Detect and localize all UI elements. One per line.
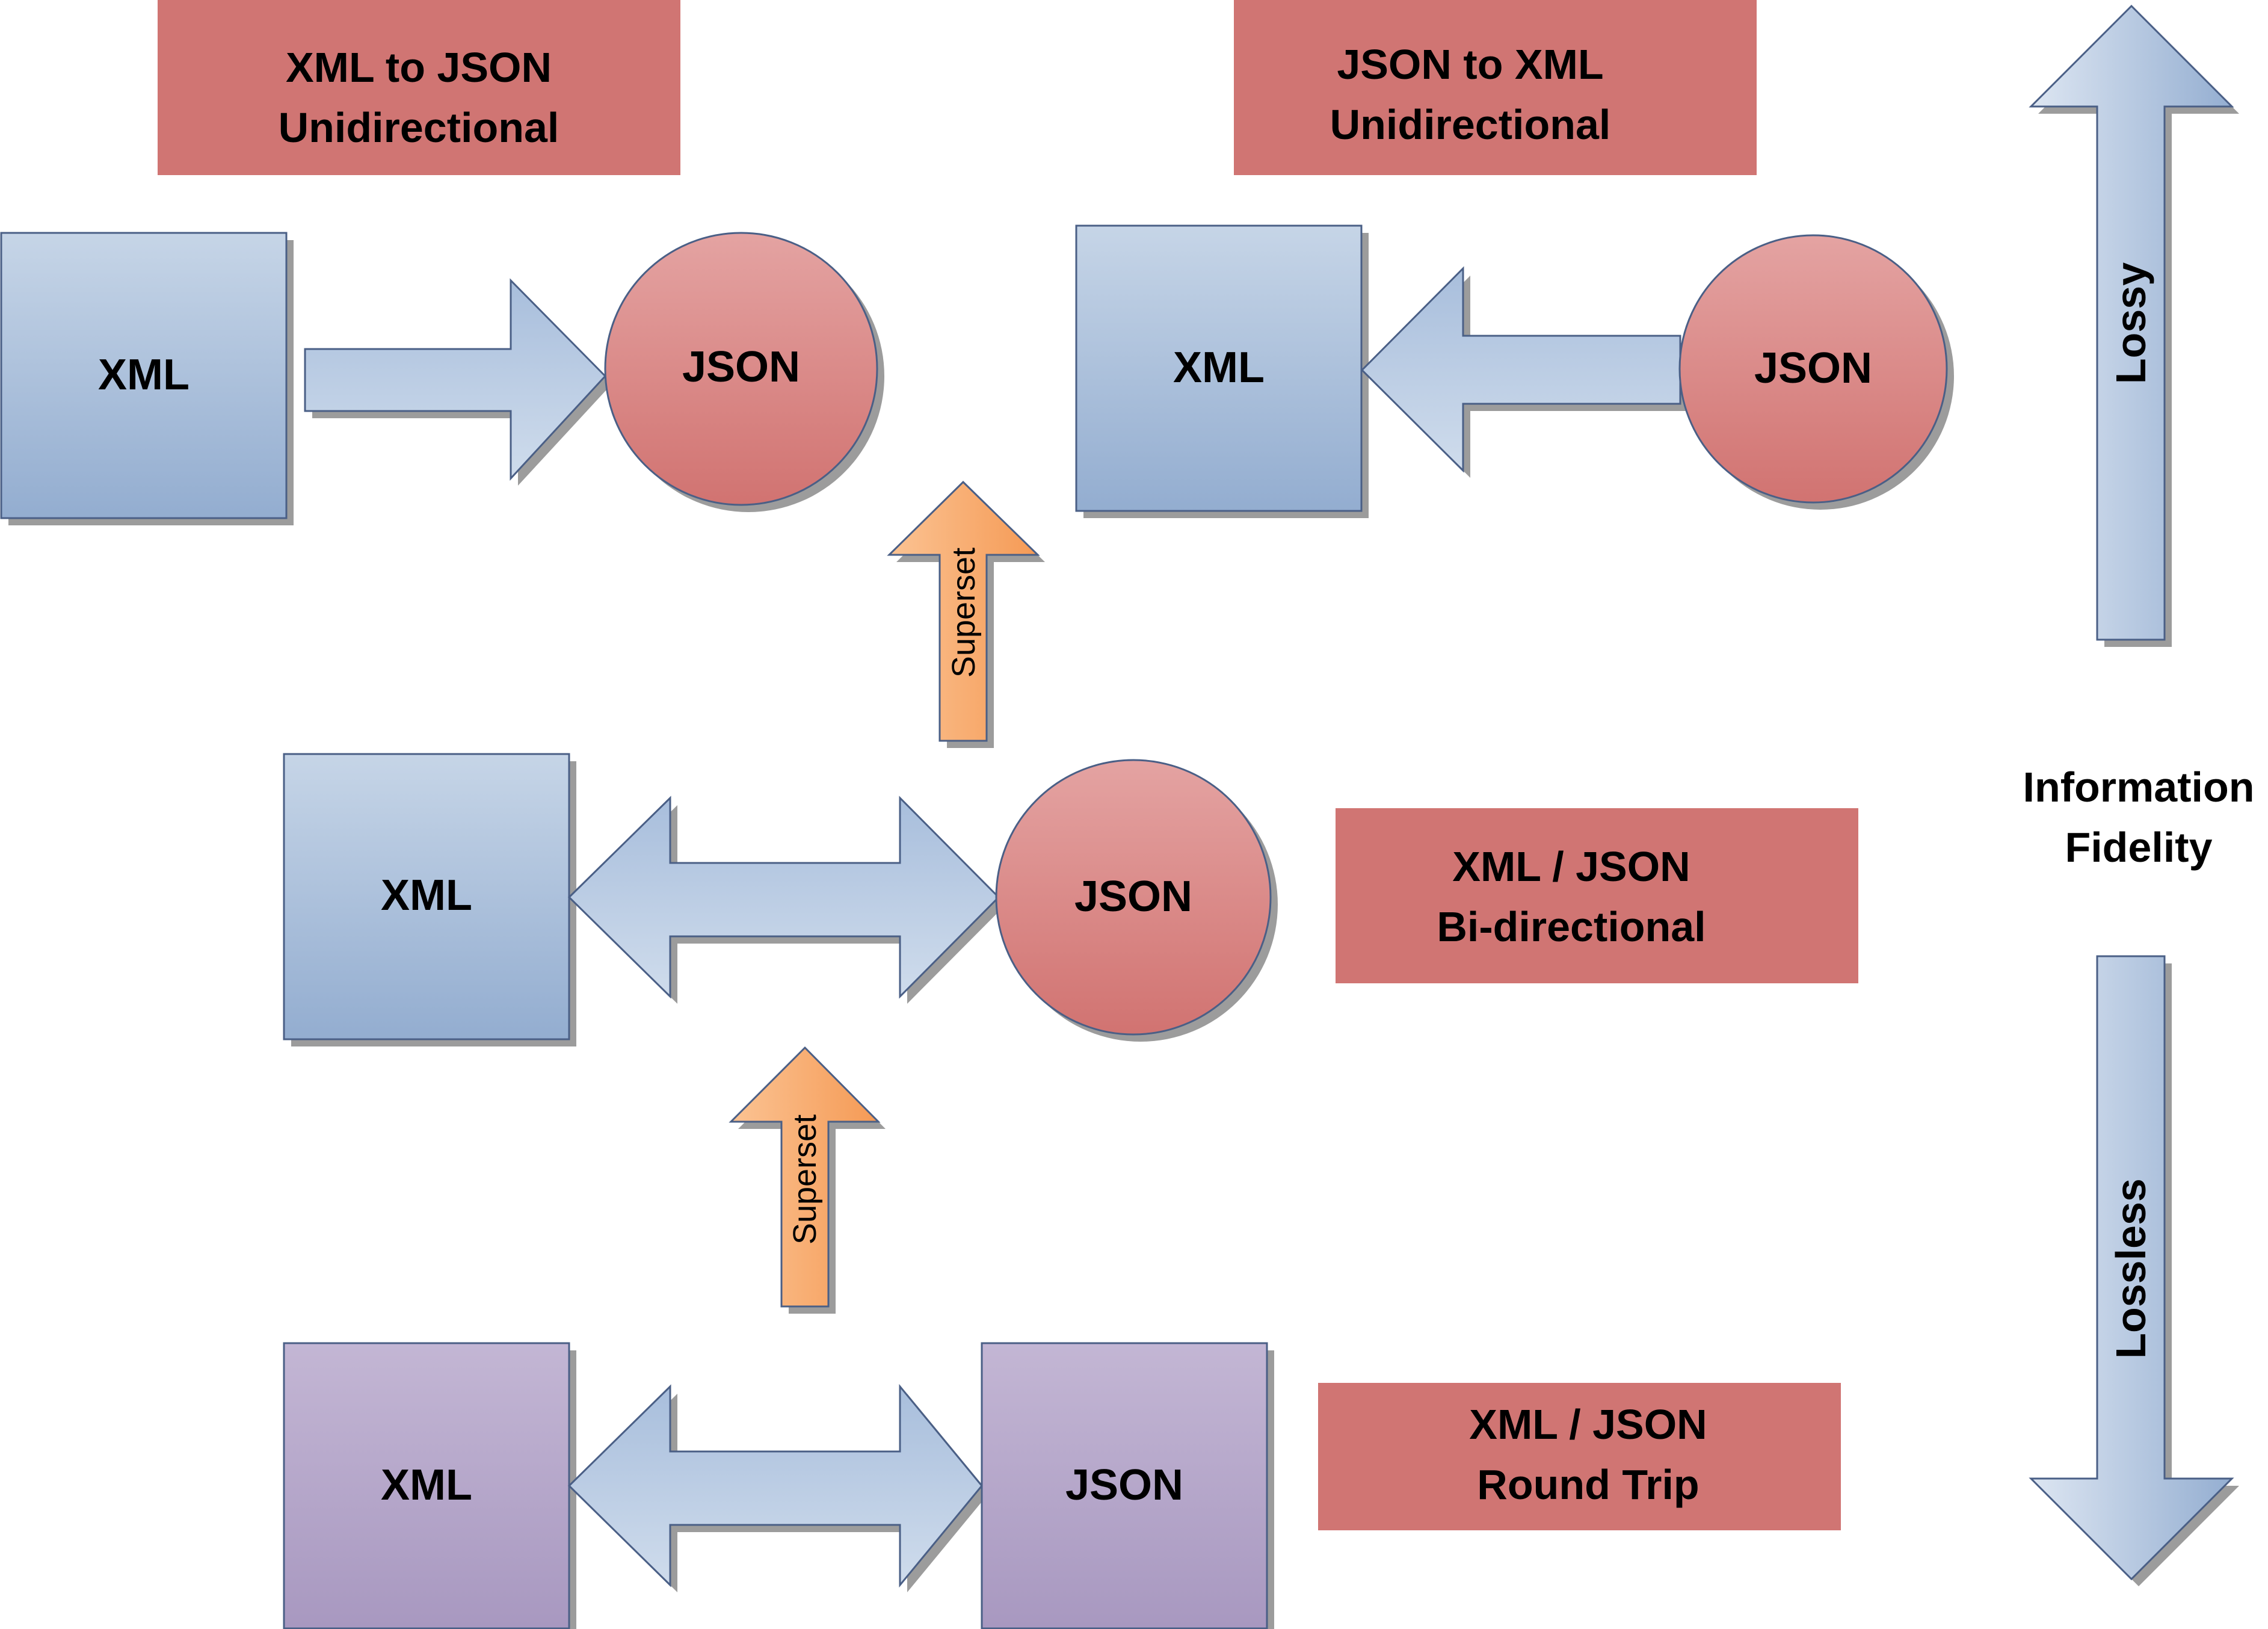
superset-arrow-upper: Superset: [887, 480, 1045, 748]
json-box-bottom-label: JSON: [1065, 1461, 1183, 1509]
json-circle-top-left-label: JSON: [682, 343, 800, 391]
arrow-right-xml-to-json: [304, 278, 612, 486]
lossy-arrow-label: Lossy: [2107, 262, 2154, 384]
json-box-bottom: JSON: [981, 1342, 1274, 1629]
arrow-bidirectional-bottom: [567, 1383, 989, 1592]
label-round-trip: XML / JSON Round Trip: [1318, 1383, 1841, 1530]
label-json-to-xml-line2: Unidirectional: [1330, 101, 1611, 148]
xml-box-top-right-label: XML: [1173, 344, 1265, 392]
label-bidirectional: XML / JSON Bi-directional: [1336, 808, 1858, 983]
label-json-to-xml: JSON to XML Unidirectional: [1234, 0, 1757, 175]
label-bidirectional-line1: XML / JSON: [1452, 843, 1690, 890]
xml-box-bottom-label: XML: [381, 1461, 472, 1509]
json-circle-middle: JSON: [995, 759, 1278, 1042]
json-circle-middle-label: JSON: [1074, 873, 1192, 921]
arrow-bidirectional-middle: [567, 796, 1006, 1004]
lossless-arrow-label: Lossless: [2107, 1178, 2154, 1359]
label-information-fidelity-line1: Information: [2023, 764, 2255, 811]
json-circle-top-left: JSON: [604, 232, 884, 512]
json-circle-top-right-label: JSON: [1754, 344, 1872, 392]
label-round-trip-line2: Round Trip: [1477, 1461, 1699, 1508]
superset-arrow-lower: Superset: [729, 1046, 886, 1314]
json-circle-top-right: JSON: [1678, 234, 1954, 510]
label-information-fidelity: Information Fidelity: [2023, 764, 2255, 871]
label-information-fidelity-line2: Fidelity: [2065, 824, 2212, 871]
superset-arrow-lower-label: Superset: [787, 1114, 823, 1244]
label-xml-to-json-line2: Unidirectional: [279, 104, 559, 151]
label-round-trip-line1: XML / JSON: [1469, 1401, 1707, 1448]
arrow-left-json-to-xml: [1360, 266, 1687, 478]
xml-box-bottom: XML: [283, 1342, 576, 1629]
label-bidirectional-line2: Bi-directional: [1437, 903, 1706, 950]
superset-arrow-upper-label: Superset: [946, 548, 982, 678]
xml-box-middle-label: XML: [381, 871, 472, 920]
lossy-arrow: Lossy: [2029, 4, 2239, 647]
label-xml-to-json: XML to JSON Unidirectional: [158, 0, 680, 175]
label-xml-to-json-line1: XML to JSON: [286, 44, 552, 91]
label-json-to-xml-line1: JSON to XML: [1337, 41, 1603, 88]
xml-box-top-left: XML: [0, 232, 294, 525]
xml-box-top-left-label: XML: [98, 351, 190, 399]
xml-box-top-right: XML: [1075, 224, 1369, 518]
lossless-arrow: Lossless: [2029, 955, 2239, 1586]
xml-box-middle: XML: [283, 753, 576, 1046]
